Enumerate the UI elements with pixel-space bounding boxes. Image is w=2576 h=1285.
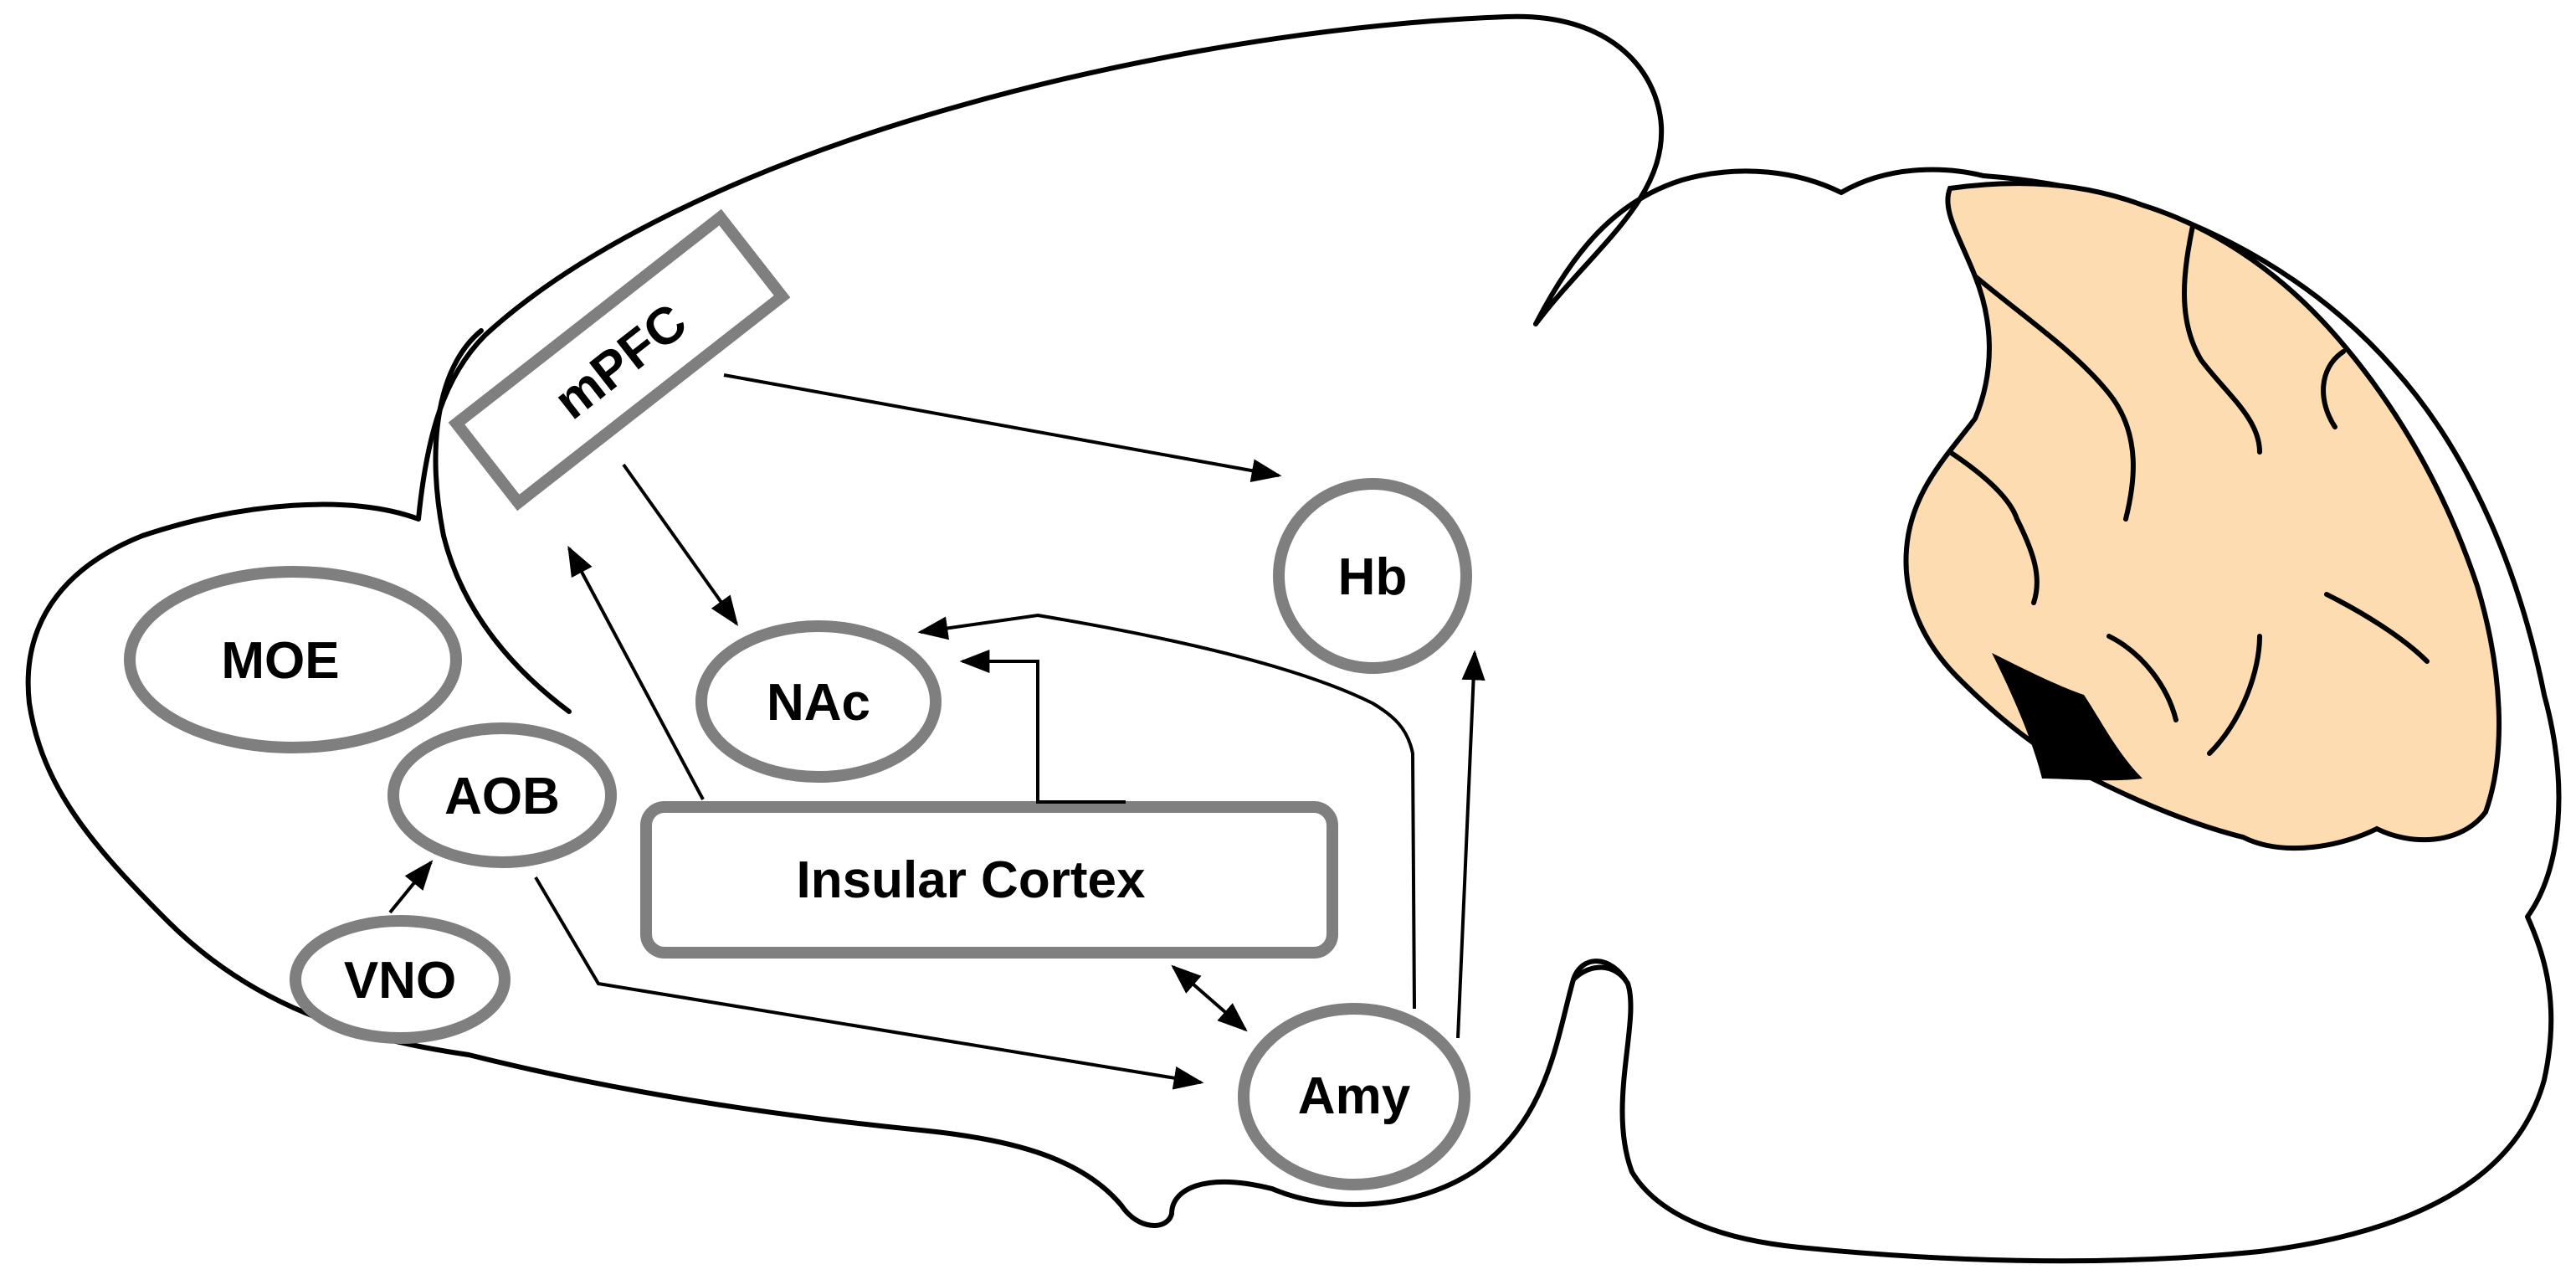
region-moe: MOE: [124, 566, 462, 753]
arrow-insular-amy-bidirectional: [1171, 964, 1248, 1032]
cerebellum-fold: [2324, 592, 2430, 664]
arrow-vno-to-aob: [388, 860, 434, 914]
cerebellum-fold: [1947, 450, 2040, 605]
aob-label: AOB: [444, 768, 560, 825]
arrow-mpfc-to-hb: [723, 373, 1282, 483]
cerebellum-fold: [2321, 349, 2346, 429]
insular-cortex-label: Insular Cortex: [797, 851, 1146, 909]
cerebellum-fold: [2106, 634, 2178, 722]
moe-label: MOE: [221, 632, 339, 690]
cerebellum-fold: [1973, 274, 2136, 522]
olfactory-boundary: [433, 328, 572, 714]
brainstem-cleft: [1571, 964, 1630, 986]
arrow-mpfc-to-nac: [622, 463, 739, 626]
region-hb: Hb: [1273, 478, 1472, 674]
amy-label: Amy: [1298, 1067, 1411, 1125]
nac-label: NAc: [767, 674, 870, 732]
cerebellum-fold: [2182, 224, 2262, 455]
region-insular-cortex: Insular Cortex: [640, 801, 1338, 959]
cerebellum: [1903, 181, 2502, 851]
arrow-amy-to-nac: [917, 613, 1416, 1010]
region-mpfc: mPFC: [448, 208, 791, 511]
cerebellum-fold: [2207, 634, 2262, 756]
region-vno: VNO: [290, 915, 511, 1044]
region-nac: NAc: [695, 620, 942, 783]
arrow-aob-to-amy: [534, 876, 1204, 1090]
fourth-ventricle: [1992, 653, 2142, 781]
mpfc-label: mPFC: [544, 293, 698, 431]
arrow-insular-to-mpfc: [567, 545, 705, 800]
hb-label: Hb: [1338, 548, 1408, 606]
arrow-insular-to-nac: [959, 650, 1126, 804]
region-aob: AOB: [387, 722, 617, 868]
arrow-amy-to-hb: [1456, 650, 1486, 1039]
brain-silhouette: [25, 13, 2562, 1264]
region-amy: Amy: [1238, 1003, 1470, 1190]
vno-label: VNO: [344, 952, 456, 1010]
